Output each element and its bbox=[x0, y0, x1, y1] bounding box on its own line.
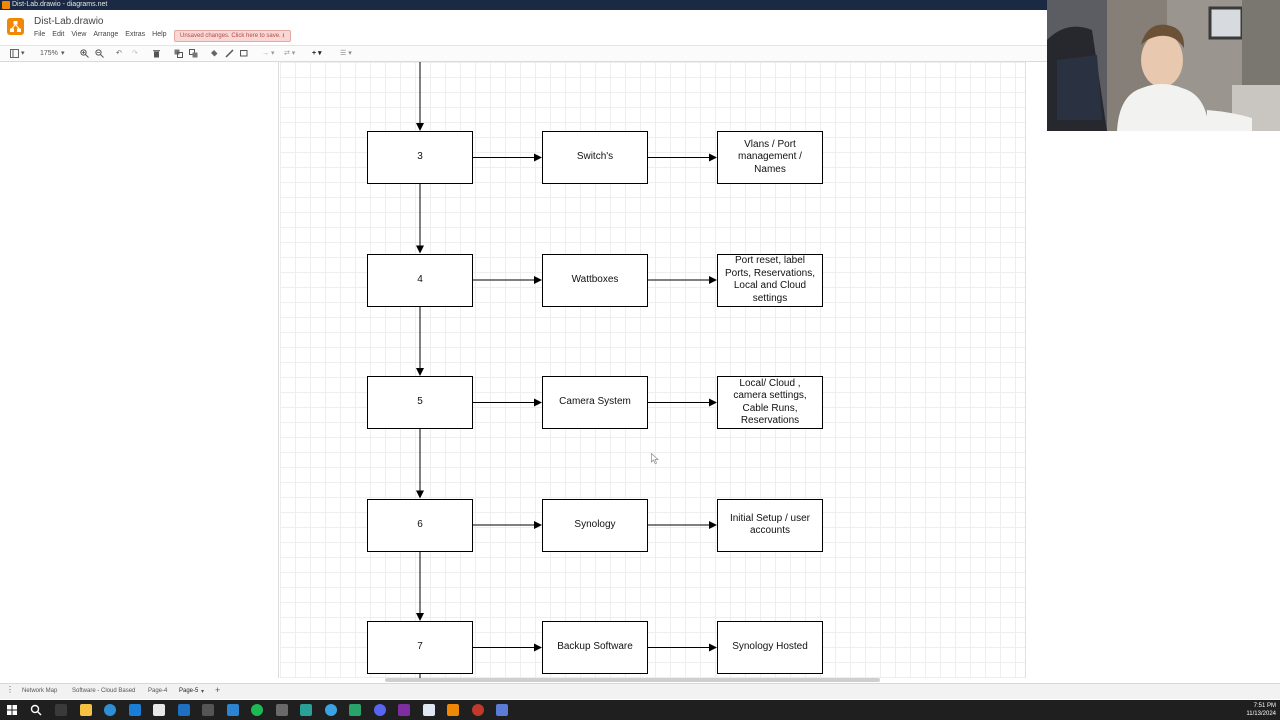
shadow-icon[interactable] bbox=[240, 49, 249, 58]
windows-taskbar: 7:51 PM 11/13/2024 bbox=[0, 700, 1280, 720]
app-icon[interactable] bbox=[349, 704, 361, 716]
redo-icon[interactable]: ↷ bbox=[132, 50, 138, 57]
unsaved-changes-label: Unsaved changes. Click here to save. bbox=[180, 33, 281, 39]
discord-icon[interactable] bbox=[374, 704, 386, 716]
spotify-icon[interactable] bbox=[251, 704, 263, 716]
add-page-icon[interactable]: + bbox=[215, 685, 221, 695]
notepad-icon[interactable] bbox=[423, 704, 435, 716]
line-color-icon[interactable] bbox=[225, 49, 234, 58]
insert-icon[interactable]: + ▾ bbox=[312, 50, 322, 57]
item-box[interactable]: Camera System bbox=[542, 376, 648, 429]
app-icon[interactable] bbox=[202, 704, 214, 716]
item-box[interactable]: Synology bbox=[542, 498, 648, 552]
item-box[interactable]: Switch's bbox=[542, 131, 648, 184]
delete-icon[interactable] bbox=[152, 49, 161, 58]
windows-start-icon[interactable] bbox=[6, 704, 18, 716]
undo-icon[interactable]: ↶ bbox=[116, 50, 122, 57]
detail-box[interactable]: Initial Setup / user accounts bbox=[717, 498, 823, 552]
edge-icon[interactable] bbox=[104, 704, 116, 716]
window-title: Dist-Lab.drawio - diagrams.net bbox=[12, 1, 108, 8]
menu-bar: File Edit View Arrange Extras Help bbox=[34, 31, 174, 38]
vscode-icon[interactable] bbox=[227, 704, 239, 716]
menu-help[interactable]: Help bbox=[152, 31, 167, 38]
window-titlebar: Dist-Lab.drawio - diagrams.net bbox=[0, 0, 1280, 10]
webcam-overlay bbox=[1047, 0, 1280, 131]
step-box[interactable]: 5 bbox=[367, 376, 473, 429]
clock-date: 11/13/2024 bbox=[1246, 711, 1276, 717]
toolbar: ▾ 175% ▾ ↶ ↷ → ▾ ⇄ ▾ + ▾ ☰ ▾ bbox=[0, 45, 1280, 62]
chevron-down-icon[interactable]: ▾ bbox=[21, 50, 25, 57]
step-box[interactable]: 7 bbox=[367, 621, 473, 674]
document-title[interactable]: Dist-Lab.drawio bbox=[34, 16, 104, 27]
menu-view[interactable]: View bbox=[71, 31, 87, 38]
waypoints-icon[interactable]: ⇄ ▾ bbox=[284, 50, 296, 57]
drawio-logo-icon[interactable] bbox=[7, 18, 24, 35]
app-icon[interactable] bbox=[276, 704, 288, 716]
connectors-layer bbox=[416, 62, 717, 678]
webcam-picture bbox=[1047, 0, 1280, 131]
download-icon: ⭳ bbox=[282, 33, 285, 39]
pages-menu-icon[interactable]: ⋮ bbox=[6, 685, 14, 694]
onenote-icon[interactable] bbox=[398, 704, 410, 716]
search-icon[interactable] bbox=[30, 704, 42, 716]
zoom-out-icon[interactable] bbox=[95, 49, 104, 58]
menu-extras[interactable]: Extras bbox=[125, 31, 146, 38]
to-back-icon[interactable] bbox=[189, 49, 198, 58]
chevron-down-icon[interactable]: ▾ bbox=[201, 689, 205, 695]
step-box[interactable]: 6 bbox=[367, 498, 473, 552]
app-icon[interactable] bbox=[325, 704, 337, 716]
drawio-app-icon bbox=[2, 1, 10, 9]
step-box[interactable]: 4 bbox=[367, 253, 473, 307]
store-icon[interactable] bbox=[153, 704, 165, 716]
to-front-icon[interactable] bbox=[174, 49, 183, 58]
unsaved-changes-button[interactable]: Unsaved changes. Click here to save. ⭳ bbox=[174, 30, 291, 42]
outlook-icon[interactable] bbox=[129, 704, 141, 716]
menu-edit[interactable]: Edit bbox=[52, 31, 65, 38]
panel-toggle-icon[interactable] bbox=[10, 49, 19, 58]
diagram-canvas[interactable]: 3 Switch's Vlans / Port management / Names… bbox=[280, 62, 1025, 678]
tab-page-5[interactable]: Page-5 bbox=[179, 688, 199, 694]
format-panel bbox=[1025, 62, 1280, 678]
detail-box[interactable]: Local/ Cloud , camera settings, Cable Ru… bbox=[717, 376, 823, 429]
detail-box[interactable]: Synology Hosted bbox=[717, 621, 823, 674]
task-view-icon[interactable] bbox=[55, 704, 67, 716]
detail-box[interactable]: Port reset, label Ports, Reservations, L… bbox=[717, 253, 823, 307]
connector-group bbox=[416, 62, 717, 678]
obs-icon[interactable] bbox=[472, 704, 484, 716]
mouse-cursor-icon bbox=[651, 453, 659, 464]
file-explorer-icon[interactable] bbox=[80, 704, 92, 716]
chevron-down-icon[interactable]: ▾ bbox=[61, 50, 65, 57]
menu-file[interactable]: File bbox=[34, 31, 46, 38]
taskbar-clock[interactable]: 7:51 PM 11/13/2024 bbox=[1246, 702, 1276, 718]
step-box[interactable]: 3 bbox=[367, 131, 473, 184]
fill-color-icon[interactable] bbox=[210, 49, 219, 58]
shapes-sidebar bbox=[0, 62, 279, 678]
detail-box[interactable]: Vlans / Port management / Names bbox=[717, 131, 823, 184]
app-icon[interactable] bbox=[300, 704, 312, 716]
page-tabs-bar: ⋮ Network Map Software - Cloud Based Pag… bbox=[0, 683, 1280, 699]
connection-style-icon[interactable]: → ▾ bbox=[262, 50, 275, 57]
app-icon[interactable] bbox=[496, 704, 508, 716]
zoom-level[interactable]: 175% bbox=[40, 50, 58, 57]
clock-time: 7:51 PM bbox=[1253, 703, 1276, 709]
item-box[interactable]: Backup Software bbox=[542, 621, 648, 674]
tab-software-cloud-based[interactable]: Software - Cloud Based bbox=[72, 688, 136, 694]
zoom-in-icon[interactable] bbox=[80, 49, 89, 58]
drawio-taskbar-icon[interactable] bbox=[447, 704, 459, 716]
tab-network-map[interactable]: Network Map bbox=[22, 688, 58, 694]
horizontal-scrollbar[interactable] bbox=[385, 678, 880, 682]
table-icon[interactable]: ☰ ▾ bbox=[340, 50, 352, 57]
item-box[interactable]: Wattboxes bbox=[542, 253, 648, 307]
menu-arrange[interactable]: Arrange bbox=[93, 31, 119, 38]
mail-icon[interactable] bbox=[178, 704, 190, 716]
tab-page-4[interactable]: Page-4 bbox=[148, 688, 168, 694]
